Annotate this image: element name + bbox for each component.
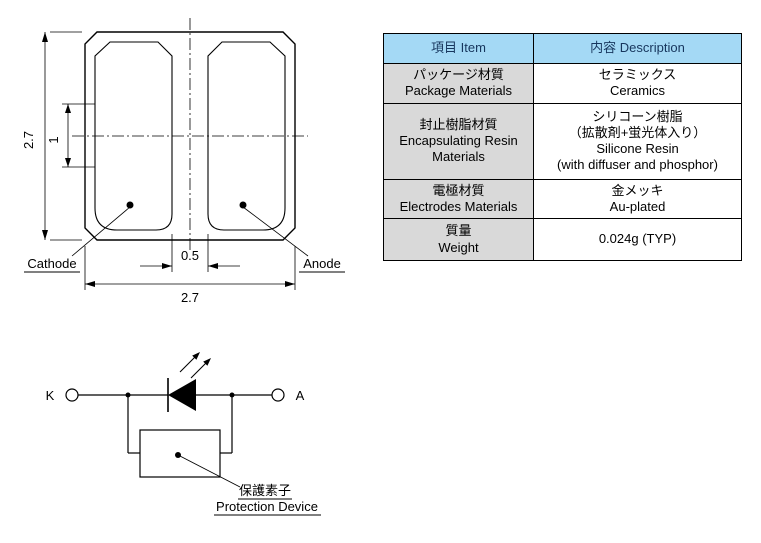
package-outline-drawing: 2.7 1 0.5 2.7 Cathode Anode (21, 18, 345, 305)
cathode-terminal-label: K (46, 388, 55, 403)
spec-desc-cell: 0.024g (TYP) (533, 218, 742, 261)
light-arrowhead (203, 358, 211, 366)
anode-terminal-label: A (296, 388, 305, 403)
table-row: 電極材質 Electrodes Materials 金メッキ Au-plated (383, 178, 742, 219)
arrowhead (42, 230, 48, 240)
materials-spec-table: 項目 Item 内容 Description パッケージ材質 Package M… (383, 33, 742, 261)
spec-item-cell: 質量 Weight (383, 218, 534, 261)
header-item-cell: 項目 Item (383, 33, 534, 64)
dim-width-label: 2.7 (181, 290, 199, 305)
header-description-cell: 内容 Description (533, 33, 742, 64)
dim-height-label: 2.7 (21, 131, 36, 149)
led-triangle (168, 379, 196, 411)
arrowhead (85, 281, 95, 287)
spec-desc-cell: シリコーン樹脂 （拡散剤+蛍光体入り） Silicone Resin (with… (533, 102, 742, 180)
dim-gap-label: 0.5 (181, 248, 199, 263)
spec-item-cell: 封止樹脂材質 Encapsulating Resin Materials (383, 102, 534, 180)
terminal-a-circle (271, 388, 285, 402)
protection-leader-line (177, 454, 241, 488)
package-outline (84, 31, 296, 241)
light-arrowhead (192, 352, 200, 360)
cathode-leader-line (71, 206, 131, 257)
arrowhead (65, 104, 71, 113)
arrowhead (208, 263, 218, 269)
arrowhead (65, 158, 71, 167)
circuit-diagram: K A 保護素子 Protection Device (46, 352, 321, 516)
light-arrow (179, 356, 196, 373)
protection-label-en: Protection Device (216, 499, 318, 514)
dim-inner-label: 1 (46, 136, 61, 143)
spec-item-cell: 電極材質 Electrodes Materials (383, 178, 534, 219)
anode-dot (239, 201, 247, 209)
table-header-row: 項目 Item 内容 Description (383, 33, 742, 64)
anode-leader-line (242, 206, 309, 257)
right-cavity (207, 41, 286, 231)
cathode-label: Cathode (27, 256, 76, 271)
spec-desc-cell: 金メッキ Au-plated (533, 178, 742, 219)
light-arrow (190, 362, 207, 379)
terminal-k-circle (65, 388, 79, 402)
arrowhead (285, 281, 295, 287)
table-row: 質量 Weight 0.024g (TYP) (383, 218, 742, 261)
left-cavity (94, 41, 173, 231)
protection-label-jp: 保護素子 (239, 483, 291, 498)
table-row: パッケージ材質 Package Materials セラミックス Ceramic… (383, 63, 742, 104)
arrowhead (42, 32, 48, 42)
arrowhead (162, 263, 172, 269)
cathode-dot (126, 201, 134, 209)
table-row: 封止樹脂材質 Encapsulating Resin Materials シリコ… (383, 102, 742, 180)
anode-label: Anode (303, 256, 341, 271)
spec-desc-cell: セラミックス Ceramics (533, 63, 742, 104)
spec-item-cell: パッケージ材質 Package Materials (383, 63, 534, 104)
